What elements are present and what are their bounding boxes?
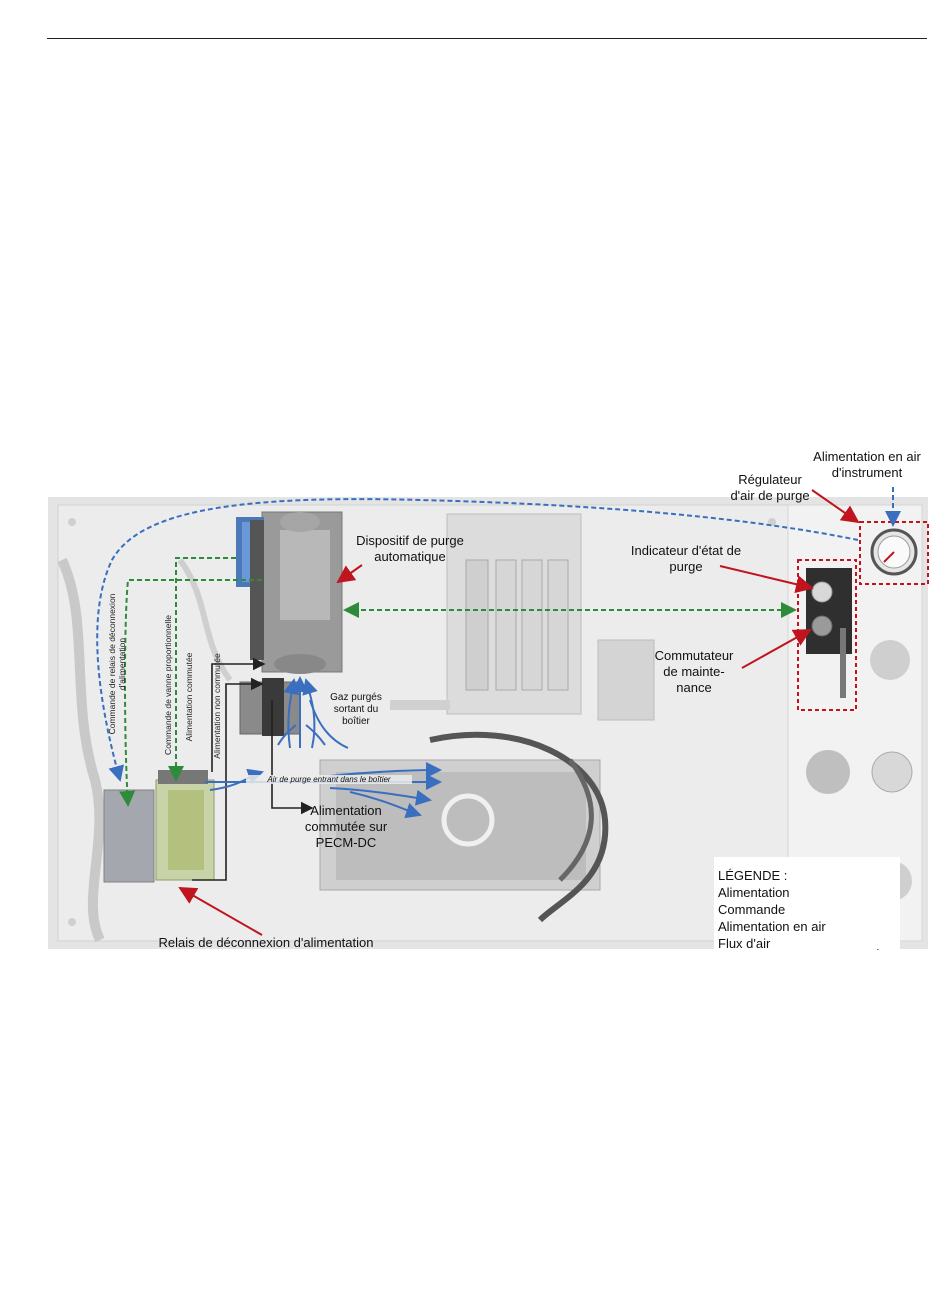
vlabel-unswitched-power: Alimentation non commutée <box>212 653 222 759</box>
label-line: sortant du <box>333 704 379 715</box>
label-line: Gaz purgés <box>330 692 382 703</box>
command-line-valve <box>168 557 236 782</box>
purged-gas-outflow <box>277 676 349 749</box>
label-instrument-air: Alimentation en air d'instrument <box>800 449 934 481</box>
label-line: Régulateur <box>738 472 802 487</box>
legend-title: LÉGENDE : <box>718 868 788 883</box>
label-line: automatique <box>374 549 446 564</box>
legend-item-air-supply: Alimentation en air <box>718 919 826 934</box>
legend-item-command: Commande <box>718 902 786 917</box>
legend-item-air-flow: Flux d'air <box>718 936 771 951</box>
label-maintenance-switch: Commutateur de mainte- nance <box>640 648 748 696</box>
legend-item-power: Alimentation <box>718 885 790 900</box>
callout-pointers <box>178 489 860 936</box>
header-rule <box>47 38 927 39</box>
vlabel-switched-power: Alimentation commutée <box>184 652 194 742</box>
command-line-relay <box>119 579 262 807</box>
label-switched-power-pecm: Alimentation commutée sur PECM-DC <box>296 803 396 851</box>
label-line: nance <box>676 680 712 695</box>
label-auto-purge-device: Dispositif de purge automatique <box>342 533 478 565</box>
label-line: Alimentation en air <box>813 449 921 464</box>
label-power-disconnect-relay: Relais de déconnexion d'alimentation <box>158 935 374 950</box>
label-line: Commutateur <box>654 648 734 663</box>
label-line: Alimentation <box>310 803 382 818</box>
label-purge-air-regulator: Régulateur d'air de purge <box>714 472 826 504</box>
status-panel-highlight-box <box>797 559 857 711</box>
label-line: d'air de purge <box>730 488 810 503</box>
power-line-switched <box>211 657 266 772</box>
label-purged-gas: Gaz purgés sortant du boîtier <box>318 692 394 728</box>
label-line: PECM-DC <box>315 835 377 850</box>
vlabel-valve-command: Commande de vanne proportionnelle <box>163 615 173 755</box>
legend: LÉGENDE : Alimentation Commande Alimenta… <box>714 857 900 951</box>
label-line: Dispositif de purge <box>356 533 464 548</box>
label-line: commutée sur <box>304 819 388 834</box>
label-line: purge <box>669 559 703 574</box>
air-supply-main-line <box>96 498 859 782</box>
label-line: d'instrument <box>831 465 903 480</box>
label-purge-air-inflow: Air de purge entrant dans le boîtier <box>246 775 412 784</box>
label-line: Indicateur d'état de <box>630 543 742 558</box>
regulator-highlight-box <box>859 521 929 585</box>
label-line: d'alimentation <box>117 637 127 691</box>
power-line-pecm <box>271 700 314 815</box>
label-line: Commande de relais de déconnexion <box>107 593 117 735</box>
label-purge-status-indicator: Indicateur d'état de purge <box>614 543 758 575</box>
vlabel-relay-command: Commande de relais de déconnexion d'alim… <box>107 586 127 742</box>
label-line: boîtier <box>342 716 370 727</box>
label-line: de mainte- <box>663 664 725 679</box>
